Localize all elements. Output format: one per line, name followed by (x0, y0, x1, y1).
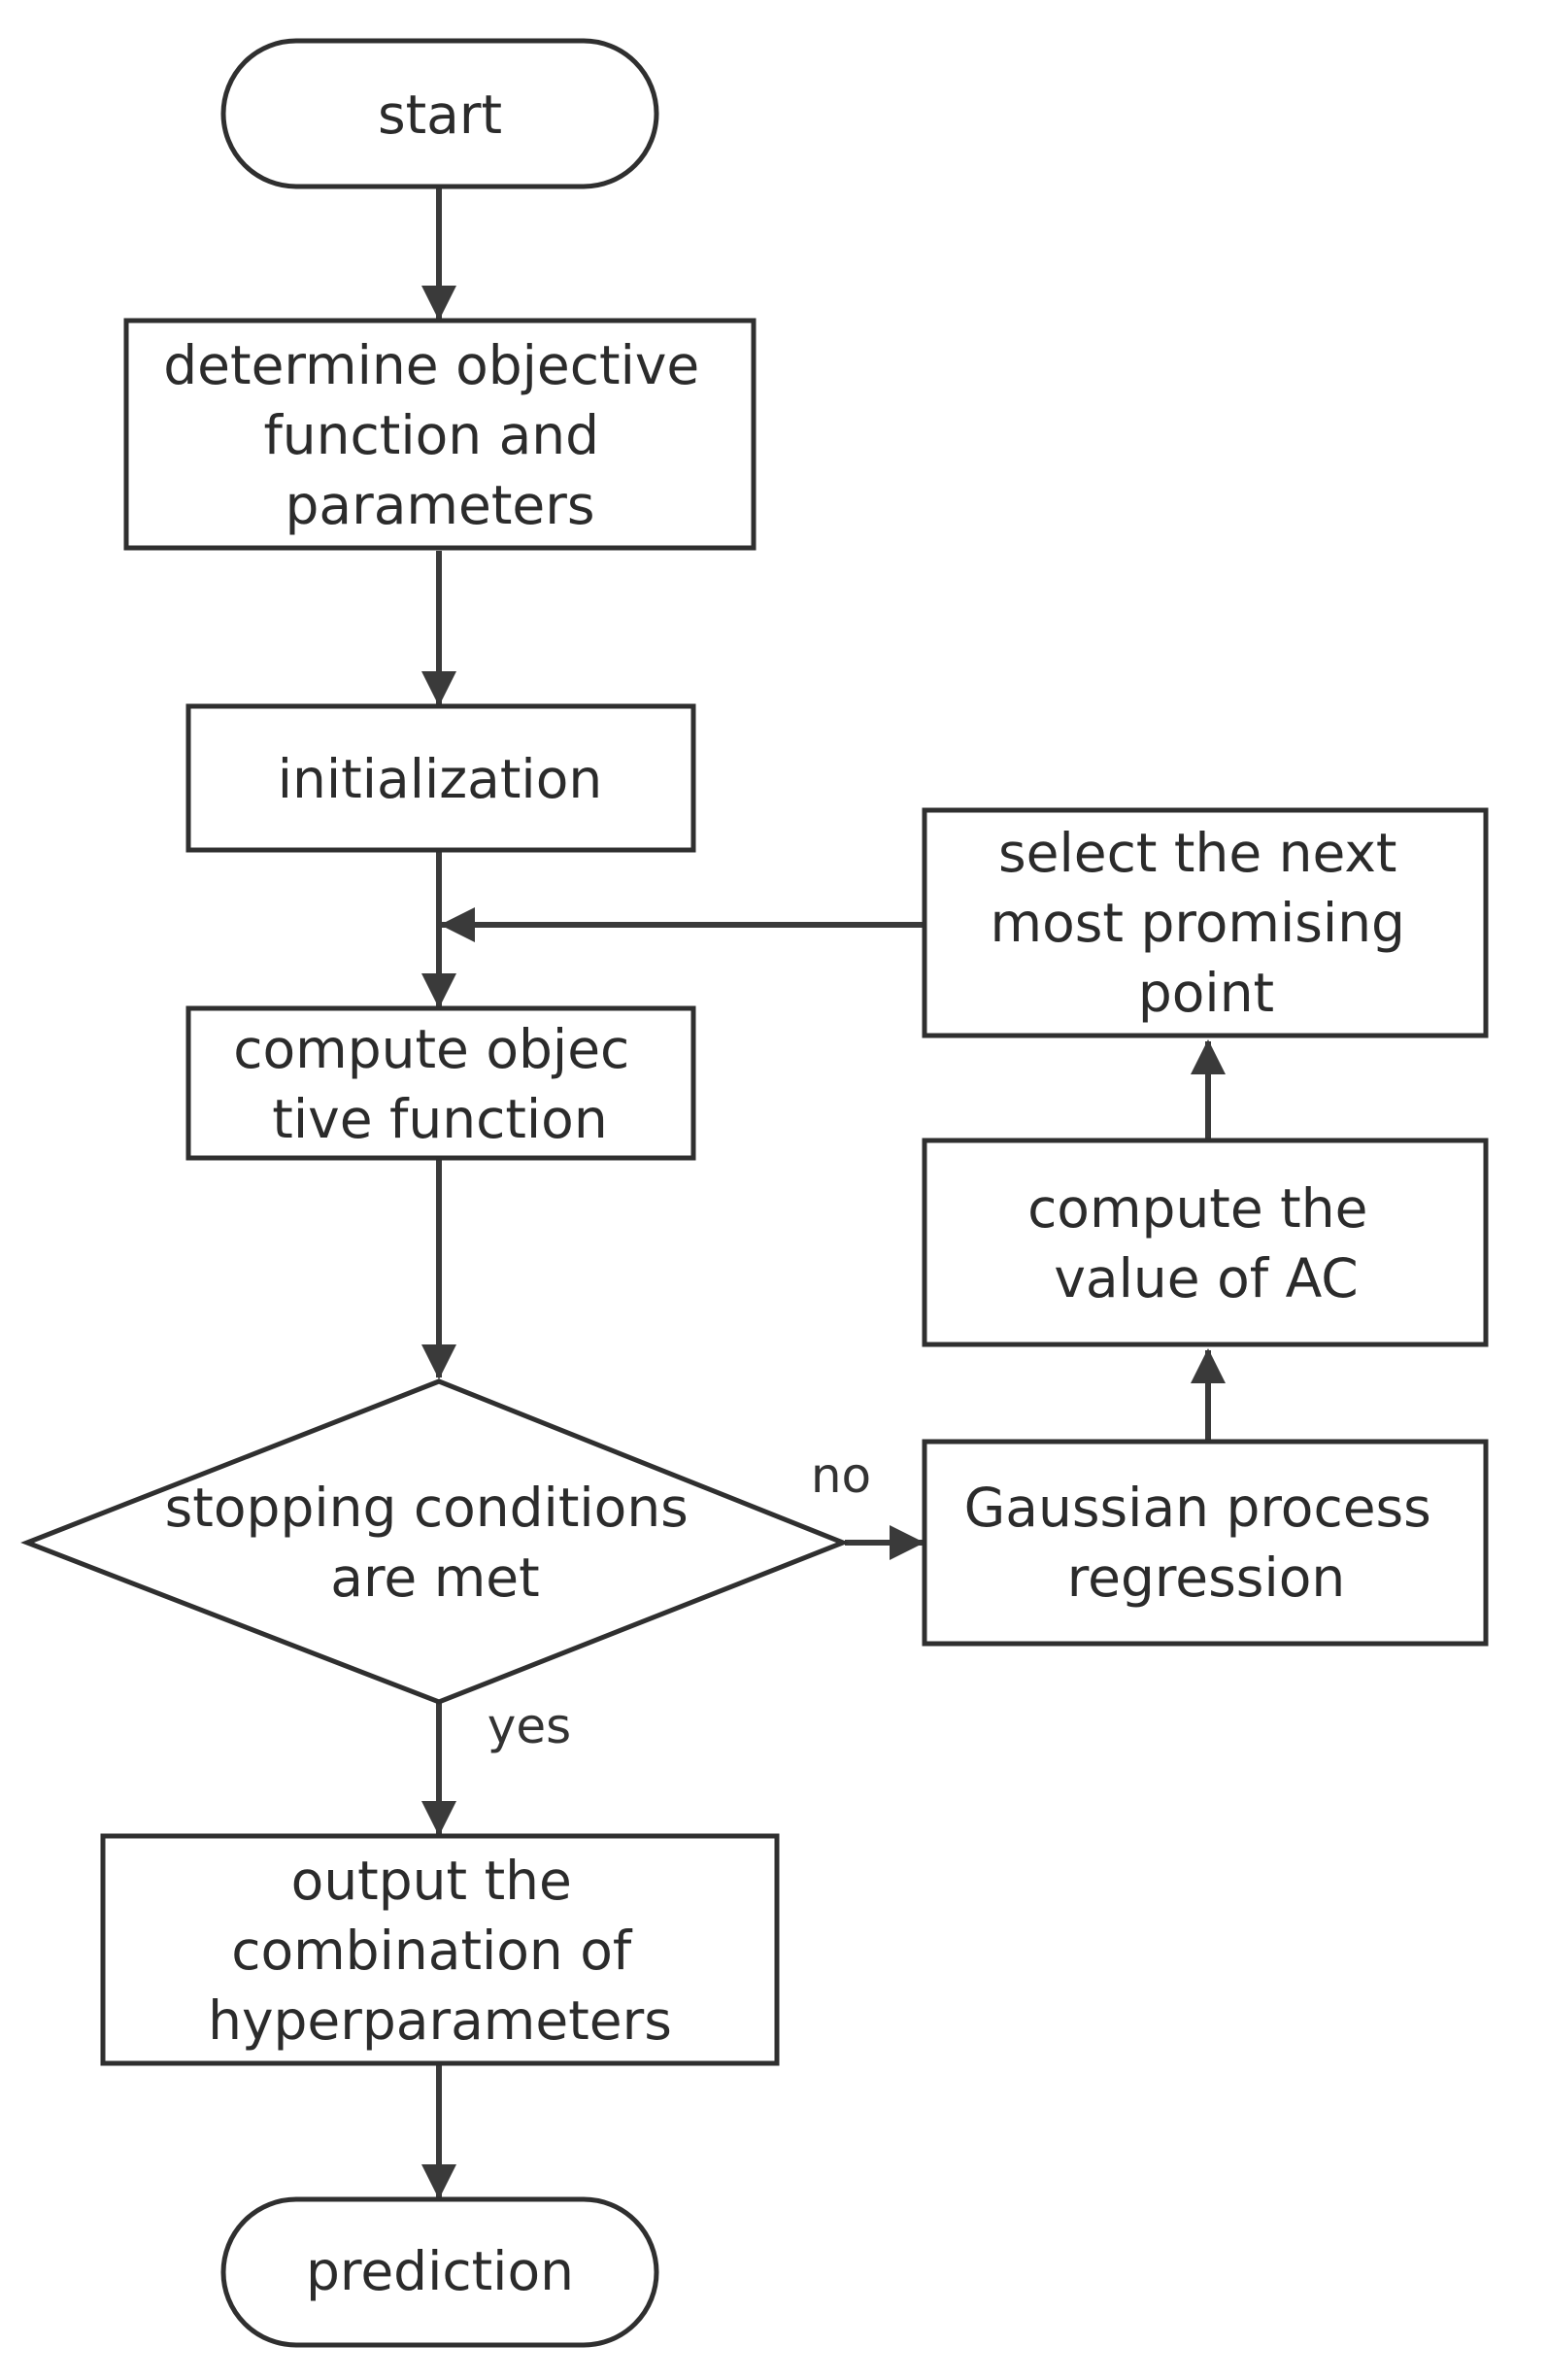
node-compute-ac-line-2: value of AC (1054, 1247, 1358, 1309)
node-output-line-1: output the (291, 1850, 572, 1912)
node-compute-objective: compute objec tive function (185, 1005, 696, 1161)
node-compute-ac-line-1: compute the (1027, 1177, 1367, 1240)
node-compute-objective-label: compute objec tive function (233, 1018, 647, 1150)
node-gaussian-process-line-2: regression (1067, 1547, 1346, 1609)
node-determine-line-1: determine objective (163, 334, 699, 396)
node-decision-line-1: stopping conditions (165, 1477, 689, 1539)
process-shape (922, 1439, 1489, 1647)
node-select-next-label: select the next most promising point (991, 822, 1423, 1024)
node-start-line-1: start (378, 84, 502, 146)
nodes: start determine objective function and p… (20, 38, 1489, 2348)
node-output-line-3: hyperparameters (208, 1989, 672, 2052)
node-prediction: prediction (220, 2196, 659, 2348)
node-select-next-line-1: select the next (998, 822, 1397, 884)
node-compute-objective-line-1: compute objec (233, 1018, 629, 1080)
edge-label-no: no (811, 1447, 871, 1504)
node-compute-objective-line-2: tive function (272, 1088, 607, 1150)
terminal-shape (220, 38, 659, 189)
node-start: start (220, 38, 659, 189)
node-decision: stopping conditions are met (20, 1378, 850, 1705)
node-init: initialization (185, 703, 696, 853)
node-start-label: start (378, 84, 502, 146)
node-determine-label: determine objective function and paramet… (163, 334, 716, 536)
node-prediction-line-1: prediction (306, 2240, 574, 2302)
node-output-label: output the combination of hyperparameter… (208, 1850, 672, 2052)
node-select-next: select the next most promising point (922, 807, 1489, 1038)
node-gaussian-process-label: Gaussian process regression (964, 1477, 1449, 1609)
node-output-line-2: combination of (231, 1920, 633, 1982)
node-determine-line-2: function and (263, 404, 599, 466)
process-shape (185, 1005, 696, 1161)
node-init-label: initialization (278, 748, 602, 810)
node-determine-line-3: parameters (285, 474, 594, 536)
node-select-next-line-3: point (1138, 962, 1274, 1024)
node-decision-line-2: are met (330, 1547, 539, 1609)
node-gaussian-process: Gaussian process regression (922, 1439, 1489, 1647)
process-shape (922, 807, 1489, 1038)
node-gaussian-process-line-1: Gaussian process (964, 1477, 1431, 1539)
node-select-next-line-2: most promising (991, 892, 1405, 954)
edge-label-yes: yes (488, 1698, 571, 1754)
process-shape (922, 1138, 1489, 1347)
node-output: output the combination of hyperparameter… (100, 1833, 780, 2066)
node-determine: determine objective function and paramet… (123, 318, 757, 551)
node-compute-ac-label: compute the value of AC (1027, 1177, 1385, 1309)
process-shape (123, 318, 757, 551)
node-decision-label: stopping conditions are met (165, 1477, 706, 1609)
process-shape (185, 703, 696, 853)
decision-shape (20, 1378, 850, 1705)
node-compute-ac: compute the value of AC (922, 1138, 1489, 1347)
terminal-shape (220, 2196, 659, 2348)
process-shape (100, 1833, 780, 2066)
node-init-line-1: initialization (278, 748, 602, 810)
node-prediction-label: prediction (306, 2240, 574, 2302)
edges: no yes (421, 188, 1226, 2199)
